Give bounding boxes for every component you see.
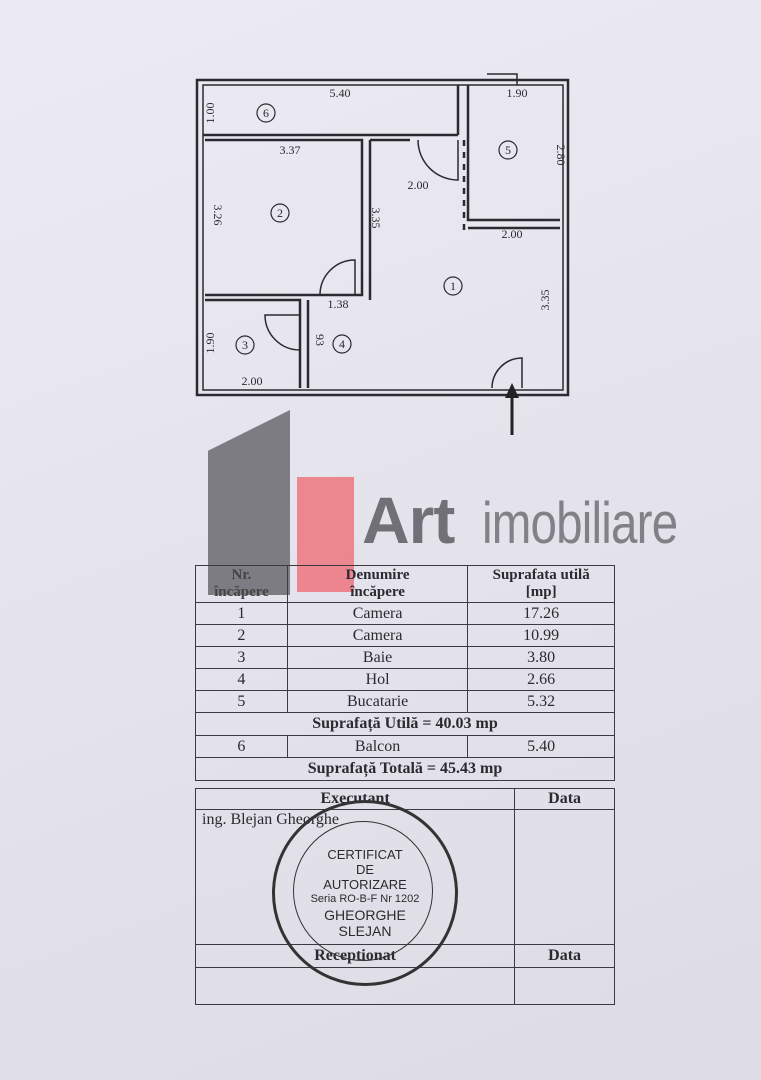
date-cell-2 — [514, 967, 615, 1005]
cell-name: Baie — [286, 646, 469, 669]
cell-name: Camera — [286, 602, 469, 625]
dimension: 2.00 — [502, 227, 523, 241]
cell-nr: 5 — [195, 690, 288, 713]
logo-text-art: Art — [362, 483, 455, 557]
total-area: Suprafață Totală = 45.43 mp — [195, 757, 615, 781]
outer-wall — [195, 78, 570, 397]
stamp-line: SLEJAN — [338, 923, 392, 939]
room-number: 5 — [505, 143, 511, 157]
floor-plan: 1 2 3 4 5 6 5.40 1.00 1.90 2.80 3.37 3.2… — [195, 73, 570, 435]
useful-area-total-row: Suprafață Utilă = 40.03 mp — [195, 712, 615, 736]
wall-bath — [205, 298, 302, 388]
dimension: 3.37 — [280, 143, 301, 157]
dimension: 93 — [313, 334, 327, 346]
date-label: Data — [514, 788, 615, 810]
stamp-line: AUTORIZARE — [323, 877, 407, 892]
cell-area: 10.99 — [467, 624, 615, 647]
wall-kitchen — [466, 85, 560, 222]
dimension: 2.00 — [242, 374, 263, 388]
dimension: 3.26 — [211, 205, 225, 226]
logo-text-imobiliare: imobiliare — [482, 491, 678, 556]
room-number: 6 — [263, 106, 269, 120]
header-area: Suprafata utilă[mp] — [467, 565, 615, 603]
cell-nr: 6 — [195, 735, 288, 758]
cell-area: 17.26 — [467, 602, 615, 625]
cell-nr: 2 — [195, 624, 288, 647]
wall-room2 — [205, 138, 364, 297]
cell-area: 3.80 — [467, 646, 615, 669]
cell-area: 5.40 — [467, 735, 615, 758]
dimension: 1.38 — [328, 297, 349, 311]
cell-area: 5.32 — [467, 690, 615, 713]
total-area-row: Suprafață Totală = 45.43 mp — [195, 757, 615, 781]
wall-balcony — [203, 85, 460, 137]
dimension: 1.90 — [507, 86, 528, 100]
cell-name: Hol — [286, 668, 469, 691]
authorization-stamp: CERTIFICAT DE AUTORIZARE Seria RO-B-F Nr… — [272, 800, 458, 986]
header-nr: Nr.încăpere — [195, 565, 288, 603]
cell-name: Balcon — [286, 735, 469, 758]
dimension: 5.40 — [330, 86, 351, 100]
dimension: 2.00 — [408, 178, 429, 192]
date-cell — [514, 809, 615, 945]
room-number: 3 — [242, 338, 248, 352]
dimension: 1.00 — [203, 103, 217, 124]
cell-nr: 4 — [195, 668, 288, 691]
cell-area: 2.66 — [467, 668, 615, 691]
dimension: 3.35 — [369, 208, 383, 229]
cell-name: Camera — [286, 624, 469, 647]
cell-nr: 3 — [195, 646, 288, 669]
date-label-2: Data — [514, 944, 615, 968]
stamp-line: GHEORGHE — [324, 907, 406, 923]
cell-nr: 1 — [195, 602, 288, 625]
stamp-line: Seria RO-B-F Nr 1202 — [310, 893, 420, 905]
room-number: 2 — [277, 206, 283, 220]
cell-name: Bucatarie — [286, 690, 469, 713]
dimension: 3.35 — [538, 290, 552, 311]
useful-area-total: Suprafață Utilă = 40.03 mp — [195, 712, 615, 736]
entrance-arrow — [505, 383, 519, 435]
door-swing — [417, 139, 459, 181]
stamp-line: CERTIFICAT — [327, 847, 403, 862]
dimension: 1.90 — [203, 333, 217, 354]
stamp-line: DE — [355, 862, 375, 877]
dimension: 2.80 — [554, 145, 568, 166]
room-number: 4 — [339, 337, 345, 351]
room-number: 1 — [450, 279, 456, 293]
